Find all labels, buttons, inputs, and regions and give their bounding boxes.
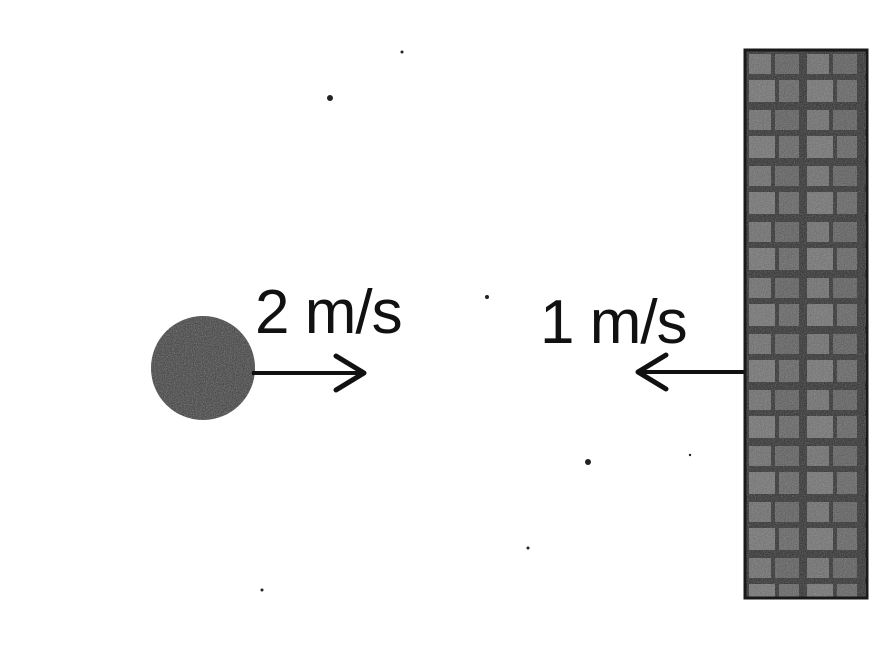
ball-velocity-arrow: [252, 353, 367, 393]
wall: [743, 48, 869, 600]
ball-texture: [151, 316, 255, 420]
ball-speed-label: 2 m/s: [255, 278, 403, 347]
wall-velocity-arrow: [635, 352, 748, 392]
scan-specks: [260, 50, 692, 592]
wall-speed-label: 1 m/s: [540, 288, 688, 357]
